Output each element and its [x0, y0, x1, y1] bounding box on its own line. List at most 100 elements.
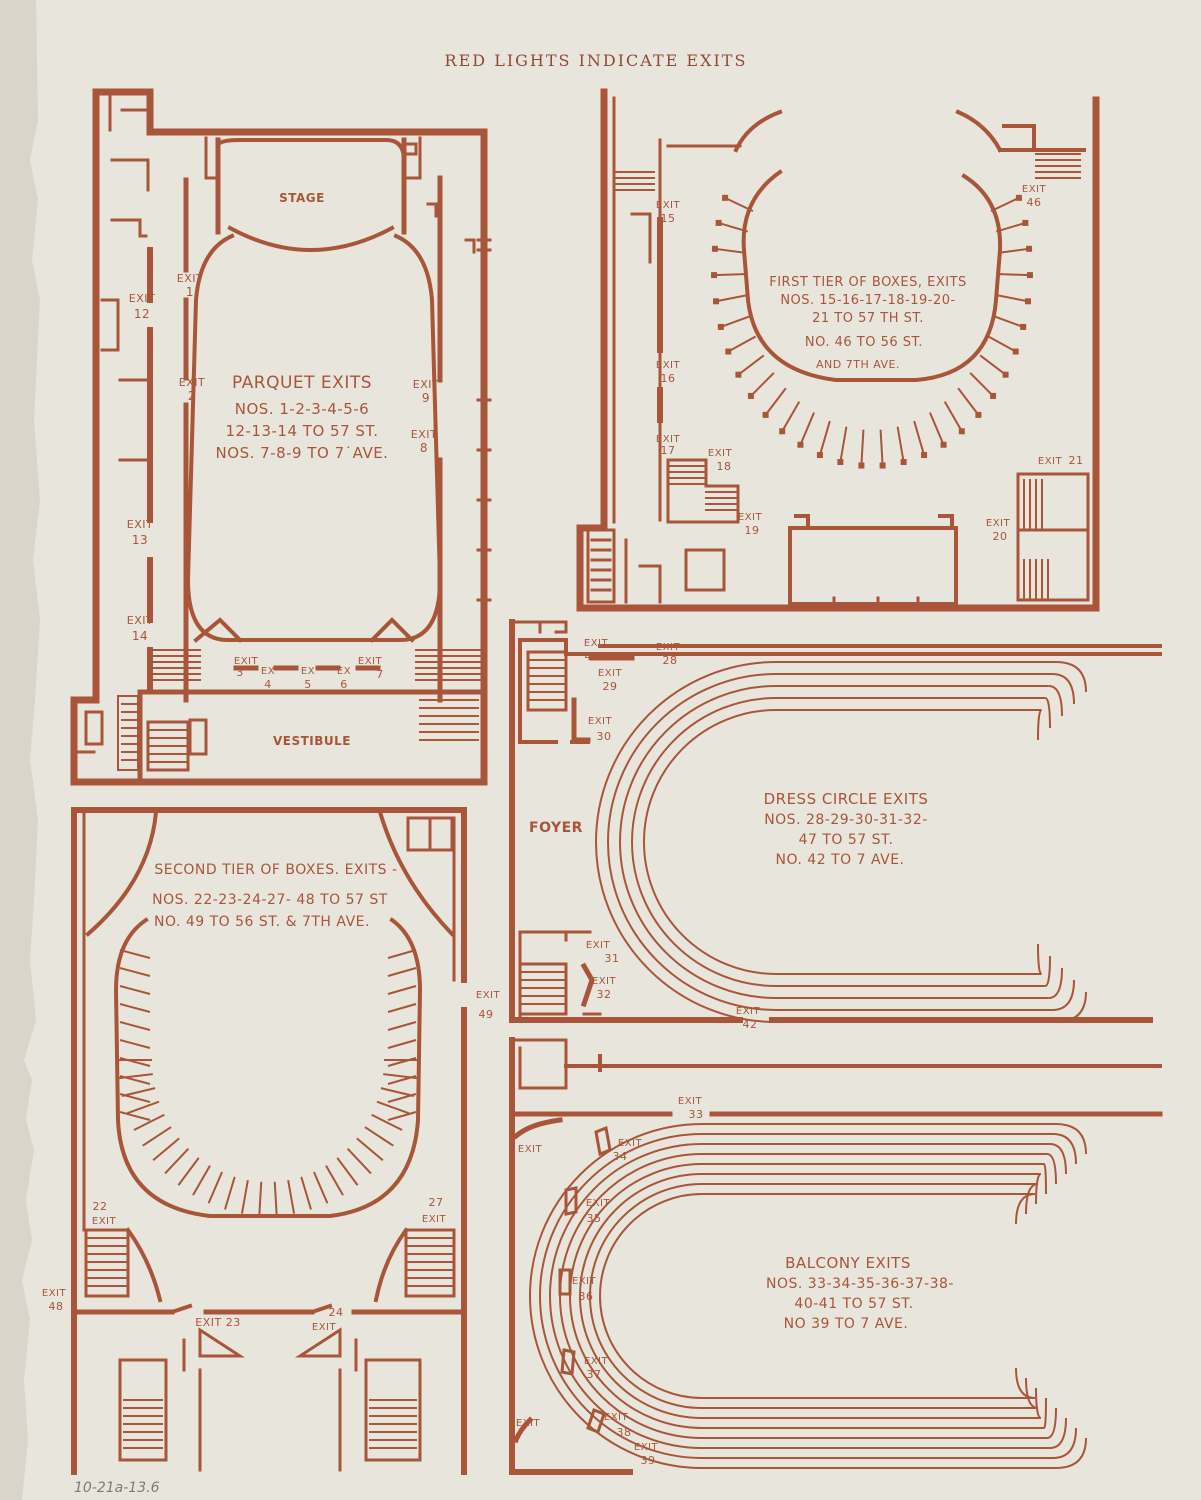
dress-circle-row-line	[1055, 991, 1087, 1023]
box-marker	[1012, 348, 1019, 355]
parquet-labels: STAGE VESTIBULE PARQUET EXITS NOS. 1-2-3…	[127, 191, 439, 748]
exit-27-label: EXIT	[422, 1214, 447, 1225]
box-marker	[858, 462, 865, 469]
exit-35-label: EXIT	[586, 1198, 611, 1209]
box-marker	[1026, 272, 1033, 279]
first-tier-box-markers	[711, 194, 1033, 469]
exit-31-label: EXIT	[586, 940, 611, 951]
balcony-row-line	[1049, 1417, 1067, 1449]
exit-15-number: 15	[661, 212, 676, 225]
exit-2-label: EXIT	[179, 376, 205, 389]
box-marker	[722, 194, 729, 201]
box-marker	[747, 392, 754, 399]
box-partition	[387, 1111, 417, 1121]
dress-circle-row-line	[1044, 955, 1051, 987]
exit-21-number: 21	[1069, 454, 1084, 467]
exit-17-number: 17	[661, 444, 676, 457]
balcony-line-2: 40-41 TO 57 ST.	[794, 1296, 913, 1312]
balcony-row-line	[1046, 1407, 1057, 1439]
exit-14-number: 14	[132, 629, 148, 643]
box-partition	[387, 1057, 417, 1067]
balcony-row-line	[1035, 1173, 1042, 1205]
box-marker	[713, 298, 720, 305]
balcony-row-line	[1052, 1427, 1077, 1459]
dress-circle-row-line	[1052, 979, 1075, 1011]
box-partition	[714, 247, 745, 254]
exit-48-label: EXIT	[42, 1288, 67, 1299]
box-partition	[720, 315, 750, 328]
box-partition	[300, 1176, 312, 1210]
exit-36-label: EXIT	[572, 1276, 597, 1287]
box-marker	[1022, 219, 1029, 226]
exit-32-number: 32	[597, 988, 612, 1001]
first-tier-line-2: 21 TO 57 TH ST.	[812, 311, 924, 326]
balcony-row-line	[1035, 1387, 1042, 1419]
second-tier-line-1: NOS. 22-23-24-27- 48 TO 57 ST	[152, 892, 388, 908]
box-marker	[879, 462, 886, 469]
second-tier-labels: SECOND TIER OF BOXES. EXITS - NOS. 22-23…	[42, 862, 501, 1333]
box-partition	[727, 335, 757, 353]
balcony-row-line	[549, 1143, 1050, 1449]
exit-3-label: EXIT	[234, 656, 259, 667]
exit-19-number: 19	[745, 524, 760, 537]
box-marker	[837, 459, 844, 466]
exit-30-number: 30	[597, 730, 612, 743]
vestibule-label: VESTIBULE	[273, 734, 351, 748]
box-partition	[737, 354, 765, 376]
exit-5-label: EX	[301, 666, 315, 677]
parquet-line-3: NOS. 7-8-9 TO 7˙AVE.	[216, 444, 389, 462]
balcony-row-line	[1055, 1437, 1087, 1469]
exit-9-number: 9	[422, 391, 430, 405]
exit-4-label: EX	[261, 666, 275, 677]
box-partition	[818, 420, 831, 456]
exit-13-label: EXIT	[127, 518, 153, 531]
box-partition	[325, 1165, 344, 1196]
first-tier-line-1: NOS. 15-16-17-18-19-20-	[780, 293, 955, 308]
balcony-row-line	[1015, 1193, 1036, 1225]
box-marker	[1024, 298, 1031, 305]
balcony-row-line	[589, 1183, 1038, 1409]
second-tier-plan	[71, 807, 467, 1475]
box-partition	[896, 426, 905, 463]
box-marker	[900, 459, 907, 466]
balcony-row-line	[539, 1133, 1053, 1459]
balcony-title: BALCONY EXITS	[785, 1254, 911, 1272]
exit-47-label: EXIT	[584, 638, 609, 649]
exit-16-number: 16	[661, 372, 676, 385]
balcony-row-line	[1025, 1183, 1039, 1215]
exit-14-label: EXIT	[127, 614, 153, 627]
dress-circle-row-line	[607, 673, 1053, 1011]
box-marker	[921, 452, 928, 459]
box-partition	[781, 401, 801, 432]
exit-17-label: EXIT	[656, 434, 681, 445]
exit-24-number: 24	[329, 1306, 344, 1319]
box-partition	[119, 1021, 151, 1031]
exit-upper-left-label: EXIT	[518, 1144, 543, 1155]
first-tier-plan	[576, 88, 1100, 612]
box-marker	[711, 245, 718, 252]
box-partition	[987, 335, 1017, 353]
balcony-row-line	[1052, 1133, 1077, 1165]
balcony-row-line	[529, 1123, 1056, 1469]
exit-16-label: EXIT	[656, 360, 681, 371]
exit-23-label: EXIT 23	[195, 1316, 240, 1329]
exit-35-number: 35	[587, 1212, 602, 1225]
box-partition	[346, 1148, 372, 1175]
dress-circle-row-line	[1052, 673, 1075, 705]
box-partition	[133, 1113, 165, 1131]
exit-18-label: EXIT	[708, 448, 733, 459]
box-partition	[990, 196, 1020, 213]
foyer-label: FOYER	[529, 820, 583, 836]
exit-22-label: EXIT	[92, 1216, 117, 1227]
exit-5-number: 5	[304, 678, 312, 691]
page-header: RED LIGHTS INDICATE EXITS	[445, 51, 748, 70]
box-partition	[979, 354, 1007, 376]
exit-31-number: 31	[605, 952, 620, 965]
second-tier-line-2: NO. 49 TO 56 ST. & 7TH AVE.	[154, 914, 370, 930]
exit-6-label: EX	[337, 666, 351, 677]
exit-49-label: EXIT	[476, 990, 501, 1001]
box-marker	[1015, 194, 1022, 201]
box-partition	[287, 1179, 296, 1214]
balcony-row-line	[1043, 1163, 1047, 1195]
dress-circle-row-line	[1048, 685, 1063, 717]
